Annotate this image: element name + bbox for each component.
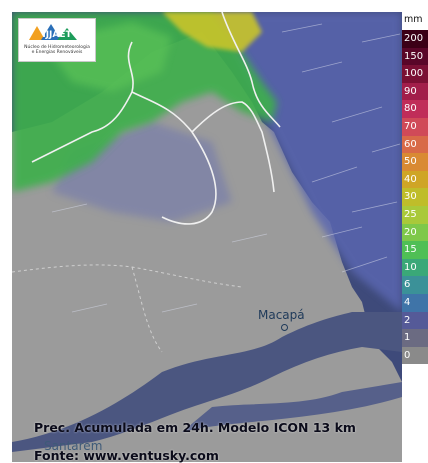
legend-entry: 90 bbox=[402, 82, 428, 101]
legend-entry: 60 bbox=[402, 135, 428, 154]
city-label-santarem: Santarém bbox=[44, 439, 103, 453]
legend-entry: 40 bbox=[402, 170, 428, 189]
wind-streaks bbox=[51, 23, 401, 313]
legend-entry: 0 bbox=[402, 346, 428, 365]
heavy-rain-area bbox=[162, 12, 262, 52]
legend-entry: 100 bbox=[402, 65, 428, 83]
legend-entry: 30 bbox=[402, 188, 428, 206]
precipitation-map: Macapá Santarém Be bbox=[12, 12, 402, 462]
map-caption-title: Prec. Acumulada em 24h. Modelo ICON 13 k… bbox=[34, 420, 356, 435]
map-canvas bbox=[12, 12, 402, 462]
legend-entry: 10 bbox=[402, 258, 428, 277]
legend-entry: 80 bbox=[402, 100, 428, 118]
legend-entry: 25 bbox=[402, 206, 428, 224]
legend-entry: 6 bbox=[402, 276, 428, 294]
legend-entry: 200 bbox=[402, 30, 428, 48]
logo-line-2: e Energias Renováveis bbox=[31, 50, 83, 55]
legend-entry: 20 bbox=[402, 223, 428, 242]
logo-line-1: Núcleo de Hidrometeorologia bbox=[24, 45, 90, 50]
legend-entry: 15 bbox=[402, 241, 428, 259]
svg-text:IJJAET: IJJAET bbox=[42, 30, 72, 40]
legend-unit: mm bbox=[402, 12, 428, 28]
legend-entry: 4 bbox=[402, 294, 428, 312]
logo: IJJAET Núcleo de Hidrometeorologia e Ene… bbox=[18, 18, 96, 62]
border-lines bbox=[31, 12, 281, 225]
legend-entry: 70 bbox=[402, 118, 428, 136]
logo-caption: Núcleo de Hidrometeorologia e Energias R… bbox=[21, 45, 93, 55]
legend-entry: 150 bbox=[402, 47, 428, 66]
map-caption-source: Fonte: www.ventusky.com bbox=[34, 448, 219, 463]
amazon-estuary bbox=[12, 312, 402, 452]
logo-mark: IJJAET bbox=[27, 22, 87, 42]
city-label-macapa: Macapá bbox=[258, 308, 305, 322]
city-marker-macapa bbox=[281, 324, 288, 331]
legend-entry: 2 bbox=[402, 311, 428, 330]
legend-entry: 1 bbox=[402, 329, 428, 347]
legend-entry: 50 bbox=[402, 153, 428, 171]
